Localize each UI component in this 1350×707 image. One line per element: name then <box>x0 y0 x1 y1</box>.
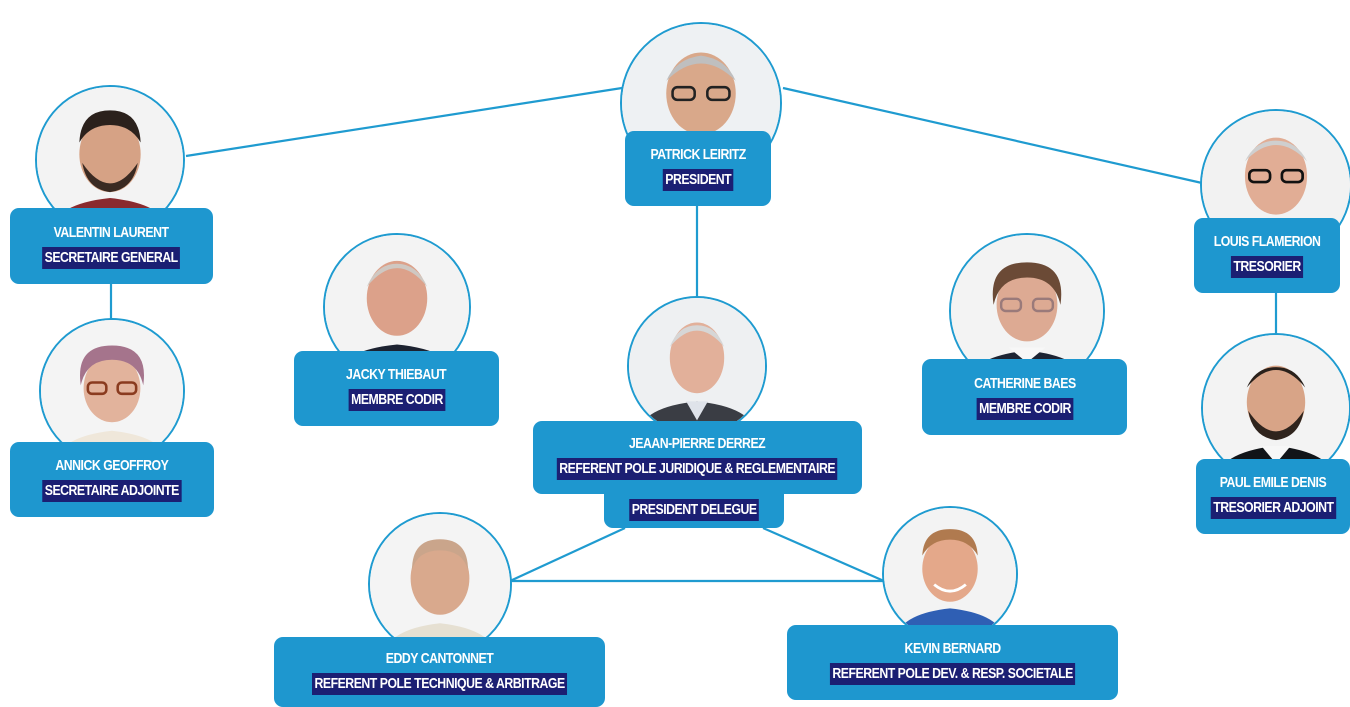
card-catherine-baes: CATHERINE BAES MEMBRE CODIR <box>922 359 1127 435</box>
card-jean-pierre-derrez: JEAAN-PIERRE DERREZ REFERENT POLE JURIDI… <box>533 421 862 494</box>
member-role: REFERENT POLE JURIDIQUE & REGLEMENTAIRE <box>557 458 838 480</box>
member-name: CATHERINE BAES <box>973 374 1076 392</box>
member-role: PRESIDENT <box>662 169 734 191</box>
member-role: MEMBRE CODIR <box>976 397 1073 420</box>
avatar-paul-emile-denis <box>1201 333 1350 483</box>
member-name: JACKY THIEBAUT <box>346 366 447 383</box>
card-jacky-thiebaut: JACKY THIEBAUT MEMBRE CODIR <box>294 351 499 426</box>
member-name: KEVIN BERNARD <box>904 640 1001 657</box>
member-role: MEMBRE CODIR <box>348 389 445 411</box>
card-annick-geoffroy: ANNICK GEOFFROY SECRETAIRE ADJOINTE <box>10 442 214 517</box>
avatar-kevin-bernard <box>882 506 1018 642</box>
person-icon <box>41 320 183 462</box>
connector-president-secretary <box>185 86 623 158</box>
member-name: VALENTIN LAURENT <box>54 223 169 241</box>
member-name: LOUIS FLAMERION <box>1213 233 1321 250</box>
member-role: TRESORIER ADJOINT <box>1210 497 1336 519</box>
card-paul-emile-denis: PAUL EMILE DENIS TRESORIER ADJOINT <box>1196 459 1350 534</box>
member-name: ANNICK GEOFFROY <box>55 457 169 474</box>
person-icon <box>370 514 510 654</box>
person-icon <box>884 508 1016 640</box>
connector-delegate-dev <box>762 526 885 583</box>
member-name: JEAAN-PIERRE DERREZ <box>629 435 766 452</box>
card-louis-flamerion: LOUIS FLAMERION TRESORIER <box>1194 218 1340 293</box>
card-valentin-laurent: VALENTIN LAURENT SECRETAIRE GENERAL <box>10 208 213 284</box>
member-role: TRESORIER <box>1230 256 1304 278</box>
card-kevin-bernard: KEVIN BERNARD REFERENT POLE DEV. & RESP.… <box>787 625 1118 700</box>
member-name: PATRICK LEIRITZ <box>650 146 746 163</box>
member-role: REFERENT POLE TECHNIQUE & ARBITRAGE <box>311 672 568 695</box>
card-jean-pierre-derrez-extra: PRESIDENT DELEGUE <box>604 492 784 528</box>
connector-president-treasurer <box>782 86 1203 185</box>
member-name: PAUL EMILE DENIS <box>1219 474 1327 491</box>
member-role: SECRETAIRE ADJOINTE <box>42 480 182 502</box>
member-role: REFERENT POLE DEV. & RESP. SOCIETALE <box>829 663 1076 685</box>
avatar-eddy-cantonnet <box>368 512 512 656</box>
person-icon <box>629 298 765 434</box>
connector-delegate-technique <box>509 527 626 582</box>
member-role: SECRETAIRE GENERAL <box>42 246 181 269</box>
card-patrick-leiritz: PATRICK LEIRITZ PRESIDENT <box>625 131 771 206</box>
avatar-jean-pierre-derrez <box>627 296 767 436</box>
member-role-secondary: PRESIDENT DELEGUE <box>629 499 759 521</box>
member-name: EDDY CANTONNET <box>385 649 494 667</box>
card-eddy-cantonnet: EDDY CANTONNET REFERENT POLE TECHNIQUE &… <box>274 637 605 707</box>
